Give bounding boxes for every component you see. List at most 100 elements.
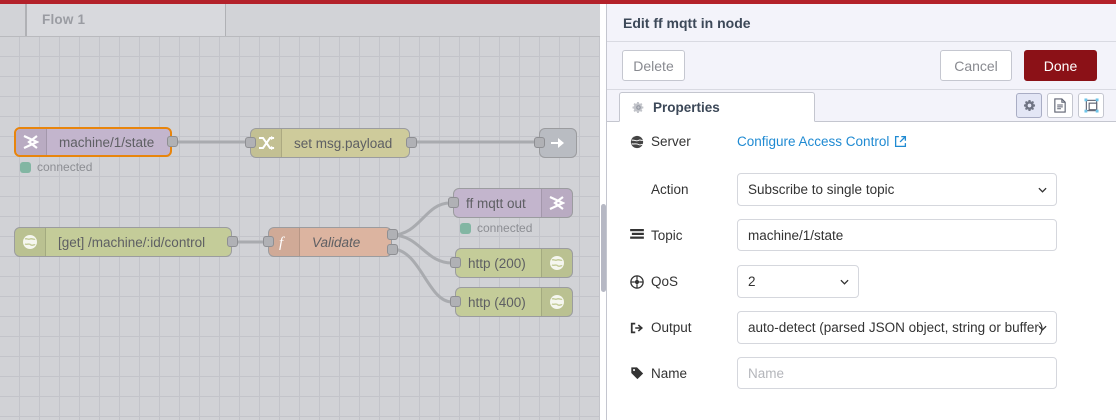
wire-function-out2-to-http400 [391,247,453,304]
globe-icon-glyph [23,235,37,249]
link-out-icon-glyph [551,138,564,148]
node-mqtt-out-status: connected [460,221,532,235]
mqtt-icon [541,189,572,217]
port-change-output[interactable] [406,137,417,148]
panel-tab-description-button[interactable] [1047,93,1073,118]
arrow-right-icon [629,321,644,335]
globe-icon [541,288,572,316]
port-change-input[interactable] [245,137,256,148]
port-function-output-2[interactable] [387,244,398,255]
tab-bar-right-stub [226,4,600,36]
wire-function-out1-to-http200 [391,233,453,265]
topic-input[interactable]: machine/1/state [737,219,1057,251]
panel-tab-appearance-button[interactable] [1078,93,1104,118]
panel-action-bar: Delete Cancel Done [607,42,1116,90]
globe-icon-glyph [550,256,564,270]
panel-title: Edit ff mqtt in node [623,15,751,31]
flow-tab-flow-1[interactable]: Flow 1 [26,4,226,36]
tag-icon [629,366,644,380]
done-button[interactable]: Done [1024,50,1097,81]
node-http-400-label: http (400) [468,294,526,310]
cancel-button[interactable]: Cancel [940,50,1012,81]
chevron-down-icon [1038,187,1047,193]
gear-icon [1023,99,1035,112]
node-mqtt-out-status-text: connected [477,221,533,235]
wheel-icon [629,274,644,289]
field-label-action-text: Action [651,182,689,197]
field-row-action: Action Subscribe to single topic [629,173,1057,206]
topic-input-value: machine/1/state [748,227,844,243]
delete-button[interactable]: Delete [622,50,685,81]
arrow-right-icon-glyph [630,322,643,333]
port-http-in-output[interactable] [227,236,238,247]
node-http-response-200[interactable]: http (200) [455,248,573,278]
name-input-placeholder: Name [748,365,785,381]
port-http-200-input[interactable] [450,257,461,268]
node-http-200-label: http (200) [468,255,526,271]
tab-properties-label: Properties [653,99,720,115]
output-select[interactable]: auto-detect (parsed JSON object, string … [737,311,1057,344]
field-row-topic: Topic machine/1/state [629,219,1057,251]
shuffle-icon-glyph [258,135,274,150]
action-select-value: Subscribe to single topic [748,182,895,197]
tab-bar-left-stub [0,4,26,36]
node-mqtt-in-label: machine/1/state [59,134,155,150]
panel-scrollbar[interactable] [601,204,606,292]
link-out-icon [540,129,576,157]
port-http-400-input[interactable] [450,296,461,307]
port-mqtt-out-input[interactable] [448,197,459,208]
globe-icon [541,249,572,277]
wire-function-out1-to-mqttout [391,201,451,237]
node-change-set-payload[interactable]: set msg.payload [250,128,410,158]
node-http-response-400[interactable]: http (400) [455,287,573,317]
tab-properties[interactable]: Properties [619,92,815,122]
shuffle-icon [251,129,282,157]
node-function-validate[interactable]: f Validate [268,227,392,257]
node-change-text: set msg.payload [282,136,409,151]
field-label-topic-text: Topic [651,227,683,243]
field-label-name: Name [629,366,737,381]
configure-access-control-link[interactable]: Configure Access Control [737,134,907,149]
edit-node-panel: Edit ff mqtt in node Delete Cancel Done … [601,4,1116,420]
field-label-server-text: Server [651,134,691,149]
tasks-icon [629,229,644,241]
description-icon [1054,98,1066,113]
field-row-qos: QoS 2 [629,265,859,298]
node-http-in-text: [get] /machine/:id/control [46,235,231,250]
external-link-icon [895,135,907,148]
globe-icon-glyph [550,295,564,309]
chevron-down-icon [1038,325,1047,331]
field-label-output: Output [629,320,737,335]
qos-select[interactable]: 2 [737,265,859,298]
appearance-icon [1083,98,1099,113]
node-http-in-label: [get] /machine/:id/control [58,234,206,250]
port-link-out-input[interactable] [534,137,545,148]
node-mqtt-in[interactable]: machine/1/state [14,127,172,157]
node-http-200-text: http (200) [456,256,541,271]
node-mqtt-out[interactable]: ff mqtt out [453,188,573,218]
port-function-input[interactable] [263,236,274,247]
field-row-name: Name Name [629,357,1057,389]
action-select[interactable]: Subscribe to single topic [737,173,1057,206]
output-select-value: auto-detect (parsed JSON object, string … [748,320,1044,335]
mqtt-icon [16,129,47,155]
node-function-label: Validate [312,234,361,250]
chevron-down-icon [840,279,849,285]
flow-canvas[interactable]: machine/1/state connected [0,37,600,420]
node-mqtt-in-text: machine/1/state [47,135,170,150]
panel-header: Edit ff mqtt in node [607,4,1116,42]
field-label-name-text: Name [651,365,688,381]
node-properties-form: Server Configure Access Control Action [607,122,1116,420]
port-function-output-1[interactable] [387,229,398,240]
app-top-accent-bar [0,0,1116,4]
globe-icon [629,135,644,149]
node-http-in[interactable]: [get] /machine/:id/control [14,227,232,257]
flow-editor: Flow 1 [0,4,600,420]
gear-icon [632,101,644,113]
tasks-icon-glyph [629,229,644,239]
wheel-icon-glyph [629,274,644,289]
panel-tab-gear-button[interactable] [1016,93,1042,118]
name-input[interactable]: Name [737,357,1057,389]
node-mqtt-out-label: ff mqtt out [466,195,526,211]
port-mqtt-in-output[interactable] [167,136,178,147]
